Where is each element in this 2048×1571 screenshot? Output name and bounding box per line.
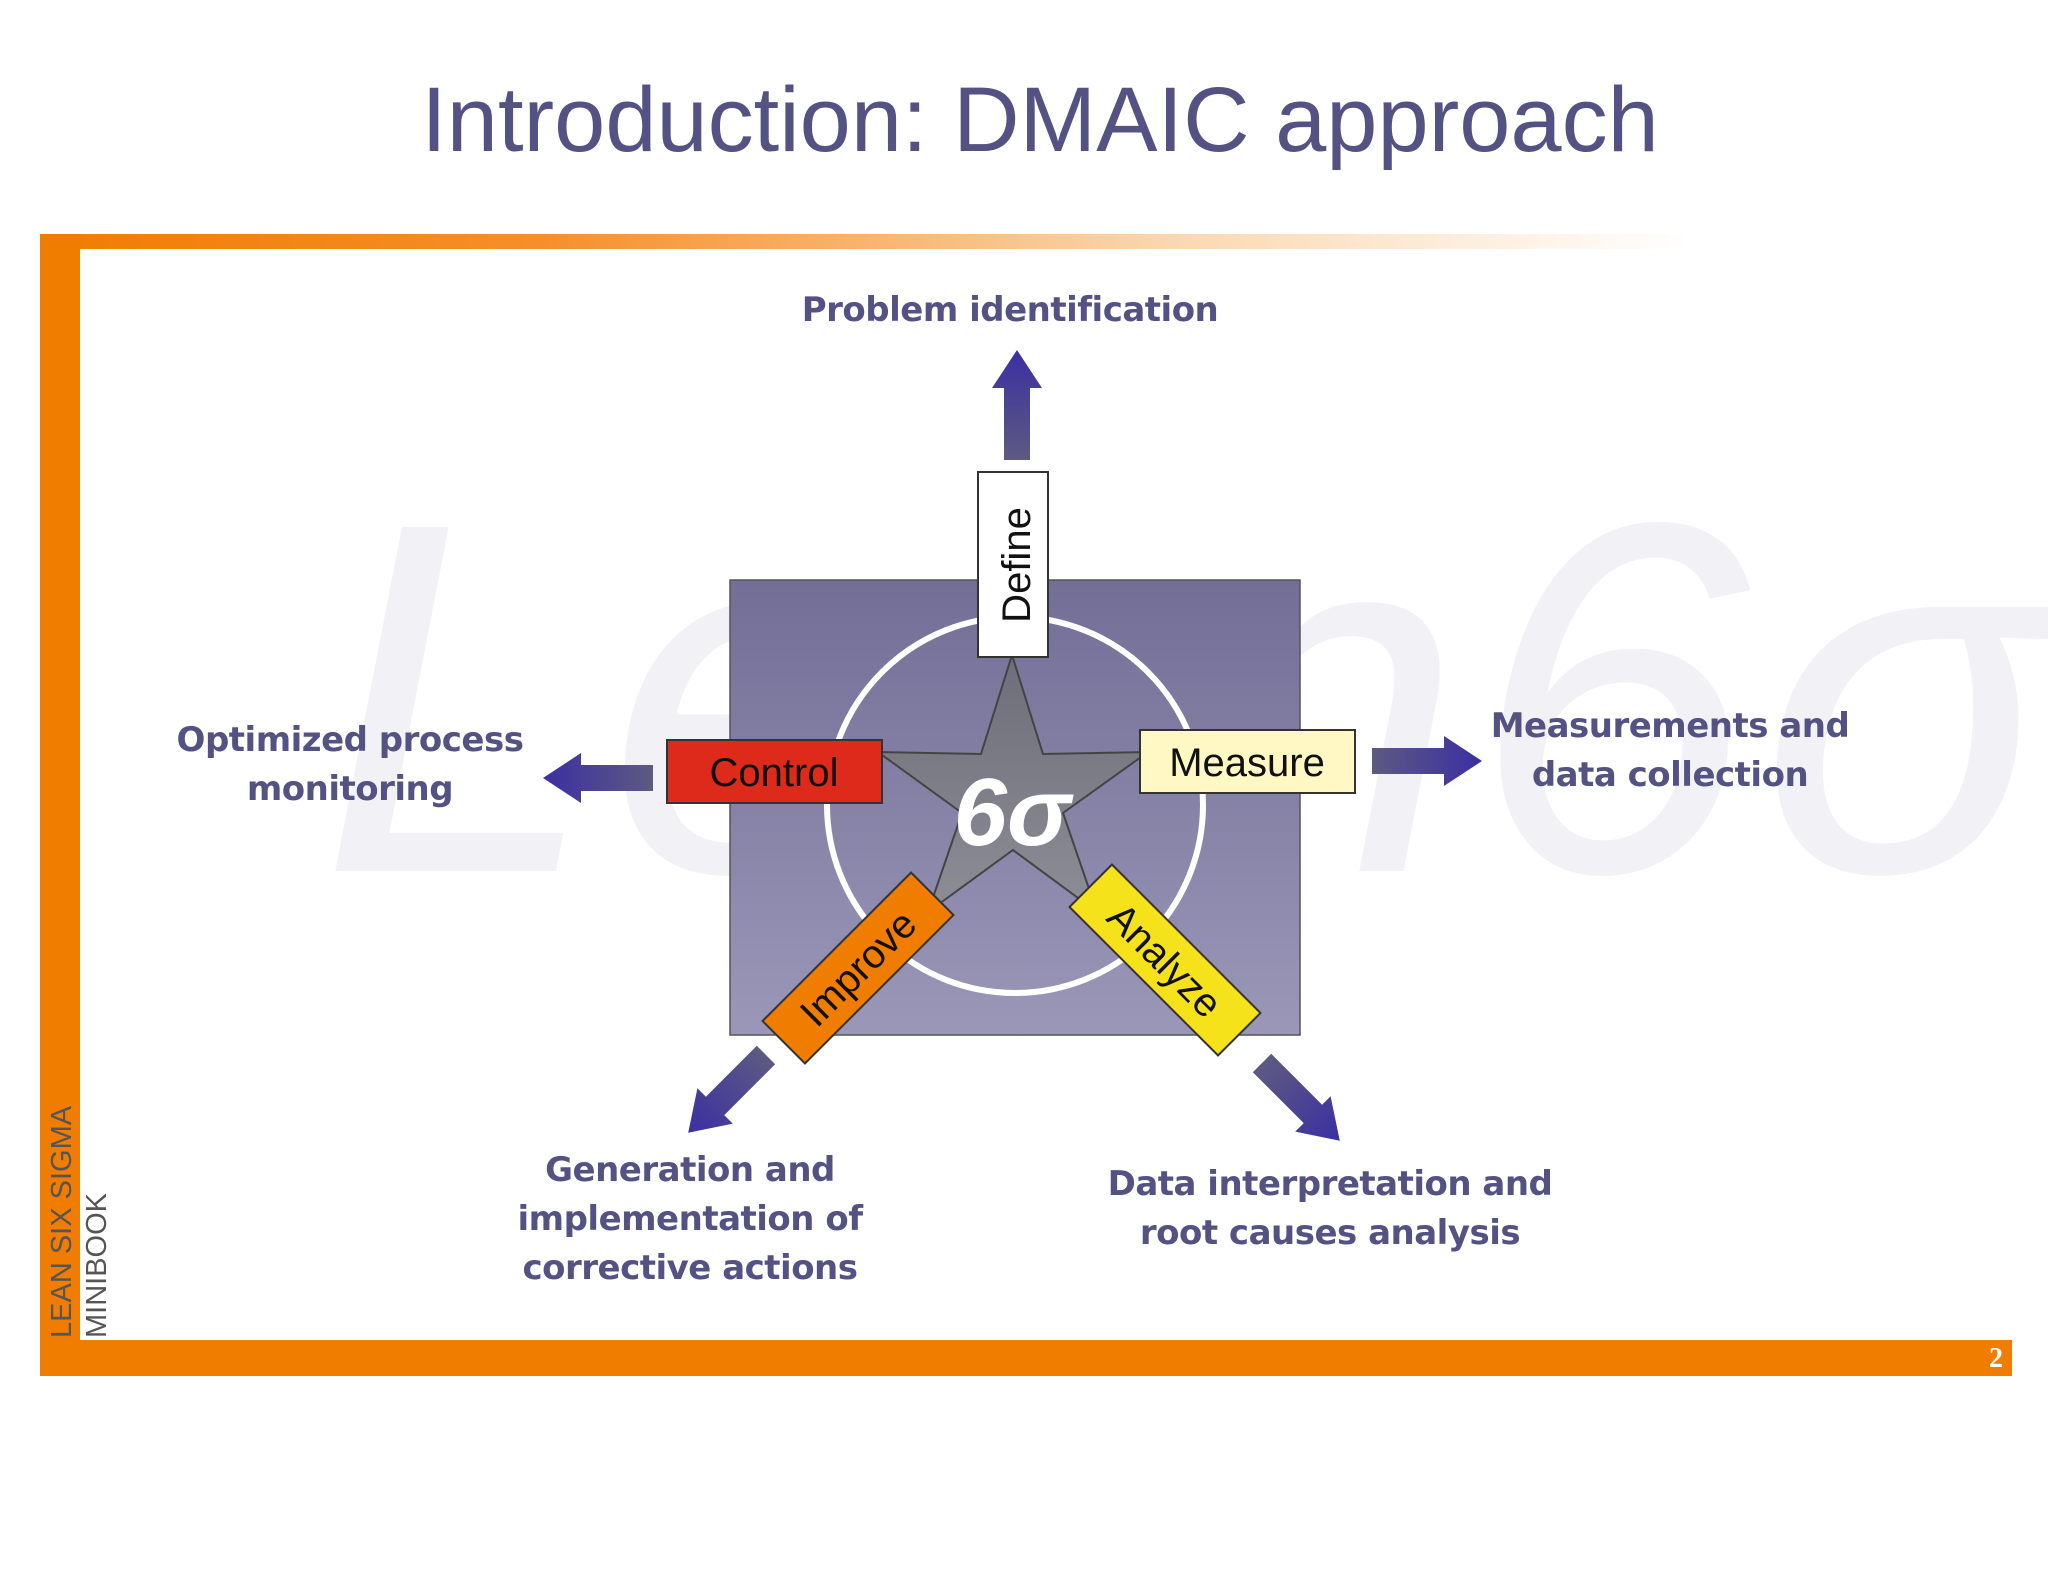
control-label: Control <box>710 751 839 795</box>
control-box: Control <box>666 739 883 804</box>
control-outcome-line1: Optimized process <box>176 720 524 760</box>
bottom-accent-bar <box>40 1340 2012 1376</box>
control-outcome-line2: monitoring <box>246 769 454 809</box>
arrow-left-icon <box>543 753 653 803</box>
improve-outcome-label: Generation and implementation of correct… <box>500 1146 880 1293</box>
control-outcome-label: Optimized process monitoring <box>160 716 540 814</box>
analyze-outcome-line1: Data interpretation and <box>1107 1164 1553 1204</box>
improve-outcome-line1: Generation and <box>545 1150 835 1190</box>
measure-box: Measure <box>1139 729 1356 794</box>
arrow-down-left-icon <box>670 1037 784 1151</box>
center-star <box>874 651 1152 915</box>
measure-label: Measure <box>1169 741 1325 785</box>
page-number: 2 <box>1989 1343 2003 1374</box>
improve-outcome-line3: corrective actions <box>522 1248 858 1288</box>
improve-outcome-line2: implementation of <box>517 1199 863 1239</box>
left-accent-bar <box>40 234 80 1374</box>
measure-outcome-label: Measurements and data collection <box>1470 702 1870 800</box>
arrow-right-icon <box>1372 736 1482 786</box>
measure-outcome-line2: data collection <box>1531 755 1809 795</box>
define-box: Define <box>977 471 1049 658</box>
define-label: Define <box>995 507 1039 623</box>
top-accent-bar <box>40 234 1690 249</box>
analyze-outcome-line2: root causes analysis <box>1139 1213 1521 1253</box>
analyze-outcome-label: Data interpretation and root causes anal… <box>1090 1160 1570 1258</box>
define-outcome-text: Problem identification <box>801 290 1219 330</box>
arrow-up-icon <box>992 350 1042 460</box>
arrow-down-right-icon <box>1244 1045 1358 1159</box>
measure-outcome-line1: Measurements and <box>1490 706 1850 746</box>
define-outcome-label: Problem identification <box>760 286 1260 335</box>
six-sigma-symbol: 6σ <box>953 759 1073 866</box>
slide-title: Introduction: DMAIC approach <box>421 69 1659 171</box>
